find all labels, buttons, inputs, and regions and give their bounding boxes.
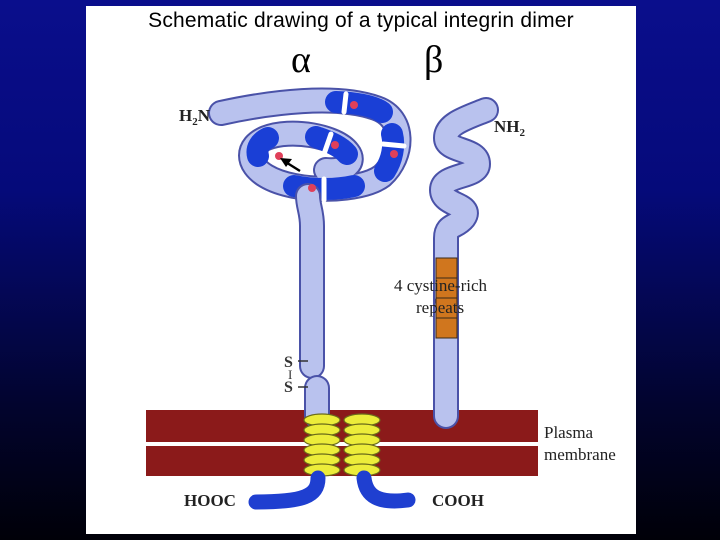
svg-text:S: S — [284, 354, 293, 371]
beta-transmembrane-helix — [343, 413, 381, 477]
alpha-label: α — [291, 39, 311, 81]
beta-c-terminus-label: COOH — [432, 491, 484, 510]
alpha-c-terminus-label: HOOC — [184, 491, 236, 510]
svg-text:S: S — [284, 379, 293, 396]
disulfide-bond: S I S — [284, 354, 308, 396]
plasma-membrane — [146, 410, 538, 476]
alpha-chain — [208, 87, 412, 429]
arrow-icon — [280, 158, 301, 173]
membrane-label: Plasma membrane — [544, 423, 616, 464]
beta-label: β — [424, 39, 443, 81]
cytoplasmic-tails — [248, 470, 416, 510]
alpha-transmembrane-helix — [303, 413, 341, 477]
cystine-rich-repeats — [435, 257, 458, 339]
integrin-diagram: α β H2N NH2 4 cystine-rich repeats S I S… — [146, 39, 616, 510]
svg-text:I: I — [288, 367, 292, 382]
slide-title: Schematic drawing of a typical integrin … — [148, 9, 574, 32]
alpha-n-terminus-label: H2N — [179, 106, 211, 128]
repeats-label: 4 cystine-rich repeats — [394, 276, 491, 317]
metal-binding-sites — [275, 101, 398, 192]
beta-n-terminus-label: NH2 — [494, 117, 526, 139]
slide-panel: α β H2N NH2 4 cystine-rich repeats S I S… — [86, 6, 636, 534]
